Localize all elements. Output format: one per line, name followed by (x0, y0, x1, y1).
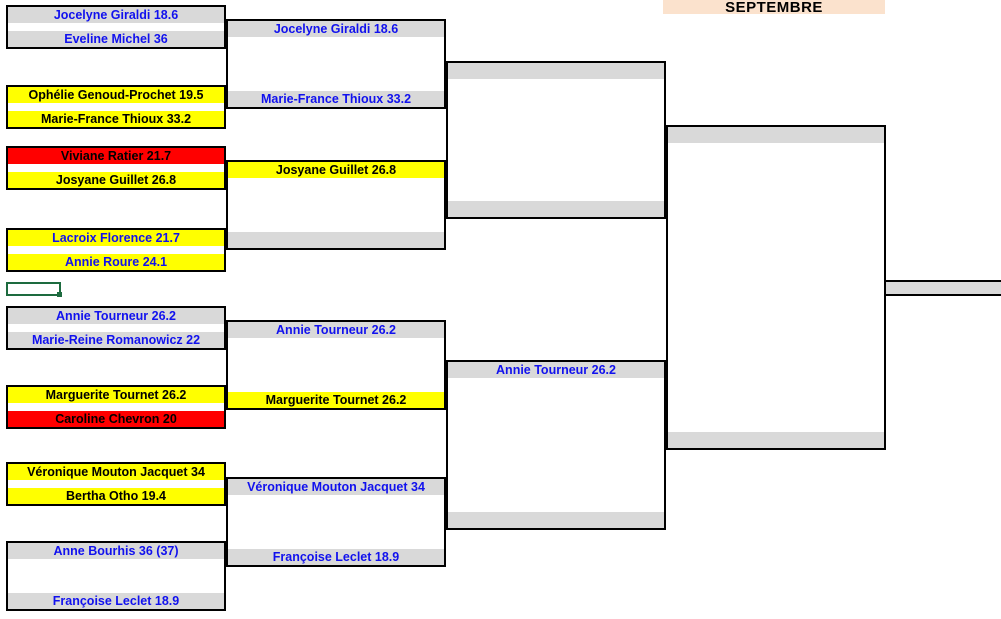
r4-m1-bot-slot[interactable] (668, 432, 884, 448)
r3-m2-top-slot[interactable]: Annie Tourneur 26.2 (448, 362, 664, 378)
r3-m1-top-slot[interactable] (448, 63, 664, 79)
match-r2-m4[interactable]: Véronique Mouton Jacquet 34 Françoise Lec… (226, 477, 446, 567)
r2-m4-top-slot[interactable]: Véronique Mouton Jacquet 34 (228, 479, 444, 495)
r1-m2-bot-slot[interactable]: Marie-France Thioux 33.2 (8, 111, 224, 127)
r2-m2-bot-slot[interactable] (228, 232, 444, 248)
r3-m2-bot-slot[interactable] (448, 512, 664, 528)
r1-m7-top-slot[interactable]: Véronique Mouton Jacquet 34 (8, 464, 224, 480)
r1-m4-top-slot[interactable]: Lacroix Florence 21.7 (8, 230, 224, 246)
r1-m8-bot-slot[interactable]: Françoise Leclet 18.9 (8, 593, 224, 609)
month-banner: SEPTEMBRE (663, 0, 885, 14)
r1-m6-bot-slot[interactable]: Caroline Chevron 20 (8, 411, 224, 427)
r1-m7-bot-slot[interactable]: Bertha Otho 19.4 (8, 488, 224, 504)
r1-m1-top-slot[interactable]: Jocelyne Giraldi 18.6 (8, 7, 224, 23)
r2-m1-top-slot[interactable]: Jocelyne Giraldi 18.6 (228, 21, 444, 37)
r1-m3-top-slot[interactable]: Viviane Ratier 21.7 (8, 148, 224, 164)
r1-m2-top-slot[interactable]: Ophélie Genoud-Prochet 19.5 (8, 87, 224, 103)
match-r4-m1[interactable] (666, 125, 886, 450)
spreadsheet-cell-cursor[interactable] (6, 282, 61, 296)
r1-m3-bot-slot[interactable]: Josyane Guillet 26.8 (8, 172, 224, 188)
champion-bar[interactable] (886, 280, 1001, 296)
r2-m4-bot-slot[interactable]: Françoise Leclet 18.9 (228, 549, 444, 565)
match-r1-m7[interactable]: Véronique Mouton Jacquet 34 Bertha Otho 1… (6, 462, 226, 506)
match-r3-m1[interactable] (446, 61, 666, 219)
r1-m8-top-slot[interactable]: Anne Bourhis 36 (37) (8, 543, 224, 559)
match-r2-m2[interactable]: Josyane Guillet 26.8 (226, 160, 446, 250)
r1-m4-bot-slot[interactable]: Annie Roure 24.1 (8, 254, 224, 270)
r2-m2-top-slot[interactable]: Josyane Guillet 26.8 (228, 162, 444, 178)
match-r1-m8[interactable]: Anne Bourhis 36 (37) Françoise Leclet 18.… (6, 541, 226, 611)
r1-m5-bot-slot[interactable]: Marie-Reine Romanowicz 22 (8, 332, 224, 348)
r3-m1-bot-slot[interactable] (448, 201, 664, 217)
spreadsheet-fill-handle[interactable] (57, 292, 62, 297)
r4-m1-top-slot[interactable] (668, 127, 884, 143)
r2-m1-bot-slot[interactable]: Marie-France Thioux 33.2 (228, 91, 444, 107)
r2-m3-bot-slot[interactable]: Marguerite Tournet 26.2 (228, 392, 444, 408)
r1-m5-top-slot[interactable]: Annie Tourneur 26.2 (8, 308, 224, 324)
match-r3-m2[interactable]: Annie Tourneur 26.2 (446, 360, 666, 530)
r1-m1-bot-slot[interactable]: Eveline Michel 36 (8, 31, 224, 47)
r2-m3-top-slot[interactable]: Annie Tourneur 26.2 (228, 322, 444, 338)
r1-m6-top-slot[interactable]: Marguerite Tournet 26.2 (8, 387, 224, 403)
